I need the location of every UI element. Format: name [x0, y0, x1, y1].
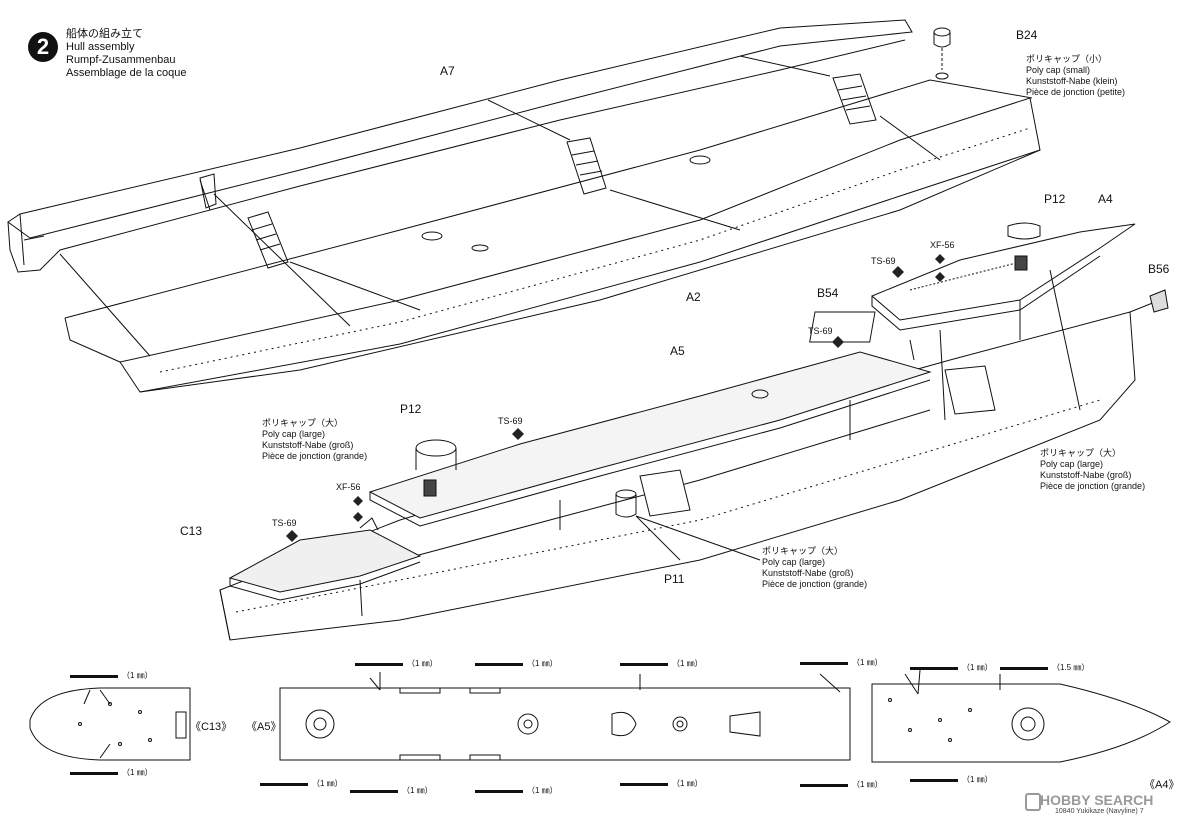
part-label-a2: A2 [686, 290, 701, 304]
part-label-b54: B54 [817, 286, 839, 300]
drill-size-label: （1 ㎜） [402, 786, 433, 795]
plan-view-a5 [279, 672, 851, 761]
note-de: Kunststoff-Nabe (klein) [1026, 76, 1118, 86]
deck-c13 [228, 517, 422, 601]
drill-size-label: （1 ㎜） [852, 780, 883, 789]
drill-size-label: （1.5 ㎜） [1052, 663, 1090, 672]
drill-size-label: （1 ㎜） [962, 663, 993, 672]
note-de: Kunststoff-Nabe (groß) [262, 440, 354, 450]
paint-xf56-a: XF-56 [930, 240, 955, 250]
note-poly-cap-large-bottom: ポリキャップ（大） Poly cap (large) Kunststoff-Na… [762, 546, 867, 590]
drill-size-label: （1 ㎜） [527, 659, 558, 668]
plan-view-a4 [871, 669, 1171, 763]
assembled-hull [219, 299, 1161, 641]
watermark: HOBBY SEARCH [1040, 792, 1154, 808]
plan-view-c13 [29, 687, 191, 761]
paint-xf56-b: XF-56 [336, 482, 361, 492]
note-poly-cap-large-right: ポリキャップ（大） Poly cap (large) Kunststoff-Na… [1040, 448, 1145, 492]
paint-ts69-b: TS-69 [808, 326, 833, 336]
view-label-a5: 《A5》 [246, 721, 282, 733]
step-title-fr: Assemblage de la coque [66, 67, 187, 79]
view-label-a4: 《A4》 [1144, 779, 1180, 791]
note-jp: ポリキャップ（大） [1040, 448, 1122, 458]
drill-size-label: （1 ㎜） [312, 779, 343, 788]
part-label-p12-mid: P12 [400, 402, 422, 416]
part-label-a5: A5 [670, 344, 685, 358]
drill-size-label: （1 ㎜） [122, 768, 153, 777]
note-fr: Pièce de jonction (grande) [762, 579, 868, 589]
drill-size-label: （1 ㎜） [122, 671, 153, 680]
drill-bits [70, 662, 1048, 793]
footer-code: 10840 Yukikaze (Navyline) 7 [1055, 808, 1144, 815]
drill-size-label: （1 ㎜） [672, 779, 703, 788]
note-fr: Pièce de jonction (grande) [1040, 481, 1146, 491]
hobby-search-logo-icon [1025, 793, 1041, 811]
part-label-p11: P11 [664, 572, 685, 586]
note-de: Kunststoff-Nabe (groß) [1040, 470, 1132, 480]
note-en: Poly cap (large) [1040, 459, 1104, 469]
note-fr: Pièce de jonction (petite) [1026, 87, 1126, 97]
view-label-c13: 《C13》 [190, 721, 233, 733]
note-fr: Pièce de jonction (grande) [262, 451, 368, 461]
note-poly-cap-small: ポリキャップ（小） Poly cap (small) Kunststoff-Na… [1026, 54, 1125, 98]
part-label-b24: B24 [1016, 28, 1038, 42]
step-title-en: Hull assembly [66, 41, 135, 53]
part-label-a7: A7 [440, 64, 455, 78]
deck-a4 [809, 222, 1136, 343]
part-label-a4: A4 [1098, 192, 1113, 206]
paint-ts69-d: TS-69 [272, 518, 297, 528]
hull-half-a2 [64, 79, 1041, 393]
note-poly-cap-large-left: ポリキャップ（大） Poly cap (large) Kunststoff-Na… [262, 418, 367, 462]
note-jp: ポリキャップ（大） [762, 546, 844, 556]
deck-a5 [368, 351, 932, 527]
note-jp: ポリキャップ（小） [1026, 54, 1108, 64]
part-b56-shape [1149, 289, 1169, 313]
drill-size-label: （1 ㎜） [527, 786, 558, 795]
step-title-jp: 船体の組み立て [66, 28, 143, 40]
hull-half-a7 [7, 19, 913, 273]
paint-marks [286, 254, 945, 542]
drill-size-label: （1 ㎜） [672, 659, 703, 668]
poly-cap-b24 [933, 27, 951, 80]
note-en: Poly cap (large) [762, 557, 826, 567]
note-jp: ポリキャップ（大） [262, 418, 344, 428]
bulkheads [247, 73, 877, 269]
note-de: Kunststoff-Nabe (groß) [762, 568, 854, 578]
part-label-c13: C13 [180, 524, 203, 538]
note-en: Poly cap (large) [262, 429, 326, 439]
arrows-upper [59, 55, 941, 357]
drill-size-label: （1 ㎜） [407, 659, 438, 668]
part-label-b56: B56 [1148, 262, 1170, 276]
step-title-block: 船体の組み立て Hull assembly Rumpf-Zusammenbau … [66, 28, 186, 80]
part-label-p12-top: P12 [1044, 192, 1066, 206]
drill-size-label: （1 ㎜） [852, 658, 883, 667]
arrows-lower [359, 269, 1081, 617]
paint-ts69-c: TS-69 [498, 416, 523, 426]
paint-ts69-a: TS-69 [871, 256, 896, 266]
note-en: Poly cap (small) [1026, 65, 1091, 75]
drill-size-label: （1 ㎜） [962, 775, 993, 784]
step-number-badge: 2 [28, 32, 58, 62]
step-title-de: Rumpf-Zusammenbau [66, 54, 176, 66]
